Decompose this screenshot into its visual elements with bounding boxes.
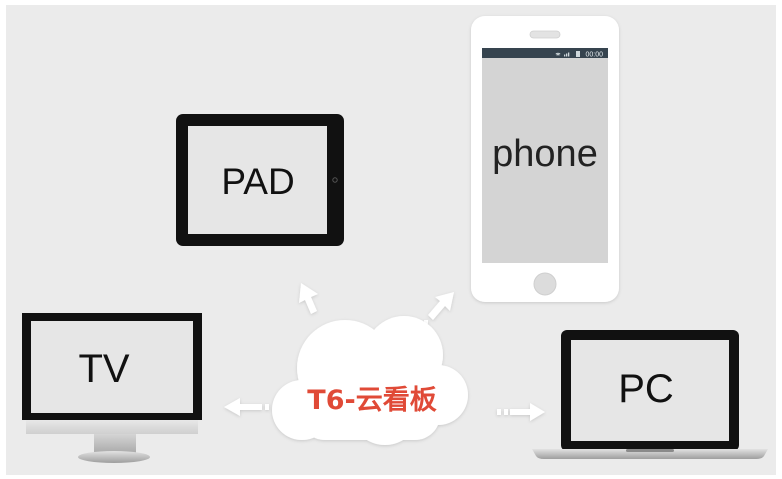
phone-label: phone: [492, 133, 598, 175]
phone-status-time: 00:00: [585, 52, 603, 59]
battery-icon: [576, 51, 580, 57]
tv-device: TV: [22, 313, 202, 463]
pc-device: PC: [532, 330, 768, 459]
pad-device: PAD: [176, 114, 344, 246]
pad-label: PAD: [221, 161, 294, 202]
pc-base: [532, 449, 768, 459]
cloud-label: T6-云看板: [307, 385, 436, 416]
pc-screen: [571, 340, 729, 441]
tv-screen: [31, 321, 193, 413]
phone-screen: [482, 58, 608, 263]
arrow-to-pad: [299, 283, 318, 314]
tv-stand-base: [78, 451, 150, 463]
cloud-icon: [272, 316, 468, 445]
tv-chin: [26, 416, 198, 434]
signal-icon: [564, 52, 570, 57]
tv-label: TV: [78, 347, 129, 391]
pad-screen: [188, 126, 327, 234]
arrow-to-tv: [224, 398, 269, 416]
arrow-to-pc: [497, 403, 545, 421]
phone-speaker: [529, 30, 561, 39]
pc-label: PC: [618, 367, 674, 411]
phone-home-button: [533, 272, 557, 296]
pad-home-dot: [332, 177, 338, 183]
tv-stand-neck: [94, 432, 136, 454]
phone-device: 00:00 phone: [471, 16, 619, 302]
wifi-icon: [555, 52, 561, 56]
phone-status-bar: [482, 48, 608, 58]
pc-hinge: [626, 449, 674, 452]
arrow-to-phone: [424, 292, 454, 324]
